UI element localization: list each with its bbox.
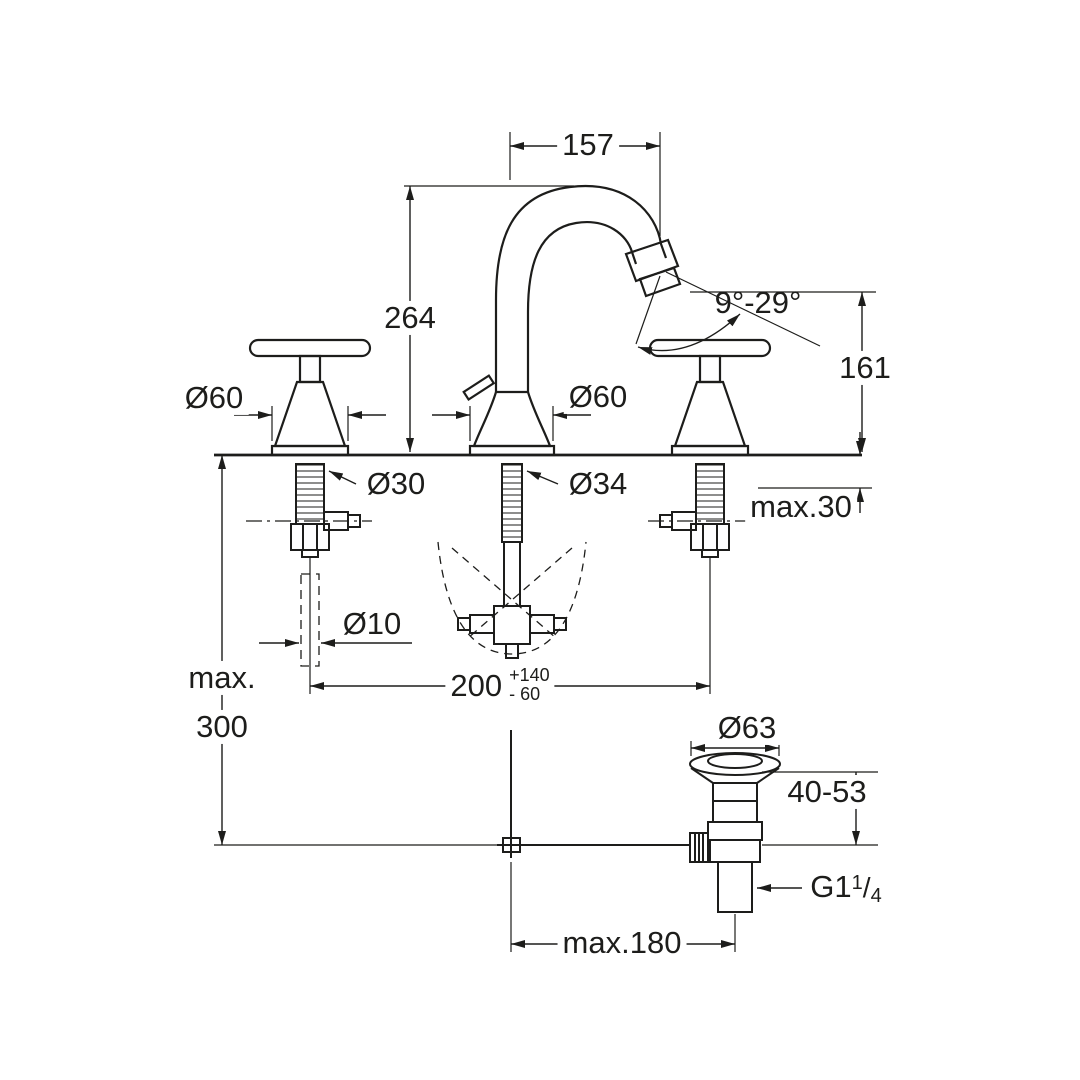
dim-handle-hole-diameter: Ø30: [361, 466, 431, 502]
hole-distance-tolerance: +140 - 60: [509, 666, 550, 704]
dim-waste-flange-diameter: Ø63: [712, 710, 782, 746]
left-handle: [248, 338, 372, 457]
popup-rod: [497, 730, 690, 858]
waste-thread-slash: /: [862, 871, 871, 903]
dim-handle-diameter: Ø60: [179, 380, 249, 416]
dim-body-hole-diameter: Ø34: [563, 466, 633, 502]
dim-waste-height-range: 40-53: [782, 774, 872, 810]
dim-body-diameter: Ø60: [563, 379, 633, 415]
waste-thread-sup: 1: [851, 871, 863, 894]
spout: [462, 184, 682, 457]
right-shank: [659, 463, 730, 558]
popup-waste: [689, 752, 781, 913]
dim-hole-distance: 200 +140 - 60: [445, 666, 555, 705]
right-handle: [648, 338, 772, 457]
waste-tailpipe: [717, 861, 753, 913]
dim-max-rod-length: max.180: [557, 925, 687, 961]
aerator: [624, 238, 680, 283]
hole-distance-plus: +140: [509, 665, 550, 686]
dim-max-depth-word: max.: [183, 660, 261, 696]
hole-distance-minus: - 60: [509, 684, 541, 704]
extension-lines: [214, 132, 878, 952]
dim-spout-reach: 157: [557, 127, 619, 163]
waste-thread-prefix: G1: [810, 868, 852, 904]
faucet-body-group: [214, 184, 862, 913]
waste-thread-sub: 4: [870, 884, 882, 907]
adjuster-knob: [689, 832, 709, 863]
dim-outlet-height: 161: [834, 350, 896, 386]
dim-spout-height: 264: [379, 300, 441, 336]
popup-lever-knob: [462, 374, 496, 402]
hole-distance-main: 200: [450, 667, 503, 703]
dim-spray-angle: 9°-29°: [714, 284, 802, 320]
dim-max-deck-thickness: max.30: [745, 489, 857, 525]
center-shank: [457, 463, 567, 659]
left-shank: [290, 463, 361, 558]
dim-rod-diameter: Ø10: [337, 606, 407, 642]
dim-waste-thread: G11/4: [805, 868, 887, 907]
dim-max-depth-value: 300: [191, 709, 253, 745]
